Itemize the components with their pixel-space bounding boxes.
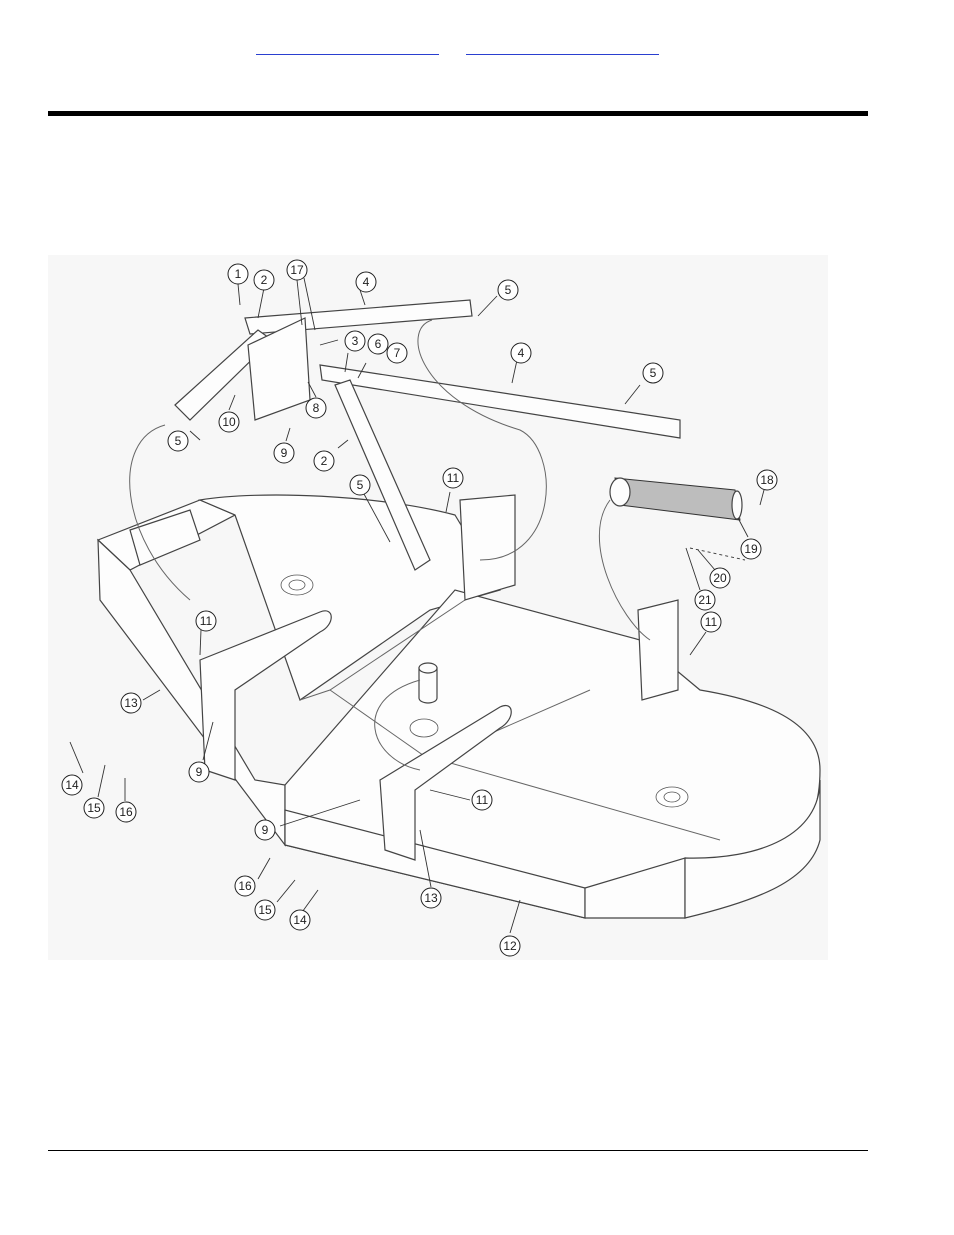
callout-21: 21 [694,589,716,611]
svg-text:6: 6 [375,337,382,351]
svg-text:7: 7 [394,346,401,360]
lift-arms [174,299,681,571]
footer-rule [48,1150,868,1151]
nav-link[interactable] [466,40,659,55]
svg-text:5: 5 [505,283,512,297]
svg-text:20: 20 [713,571,727,585]
svg-text:2: 2 [261,273,268,287]
hitch-brackets [199,494,679,861]
belt-path [599,499,651,641]
svg-text:5: 5 [357,478,364,492]
svg-text:8: 8 [313,401,320,415]
svg-text:13: 13 [424,891,438,905]
svg-text:4: 4 [363,275,370,289]
leader-lines [69,277,765,934]
callout-17: 17 [286,259,308,281]
callout-19: 19 [740,538,762,560]
belt-path [374,679,421,771]
svg-text:21: 21 [698,593,712,607]
svg-text:11: 11 [476,793,489,807]
callout-11c: 11 [700,611,722,633]
svg-text:10: 10 [222,415,236,429]
callout-2: 2 [253,269,275,291]
drive-shaft [609,477,743,521]
mower-deck [96,494,821,919]
svg-text:4: 4 [518,346,525,360]
header-rule [48,111,868,116]
callout-16: 16 [115,801,137,823]
svg-text:11: 11 [447,471,460,485]
svg-text:15: 15 [258,903,272,917]
callout-9b: 9 [188,761,210,783]
nav-link[interactable] [256,40,439,55]
callout-14: 14 [61,774,83,796]
callout-12: 12 [499,935,521,957]
svg-text:14: 14 [65,778,79,792]
callout-5: 5 [497,279,519,301]
callout-11d: 11 [471,789,493,811]
callout-15b: 15 [254,899,276,921]
callout-8: 8 [305,397,327,419]
callout-4: 4 [355,271,377,293]
callout-9: 9 [273,442,295,464]
callout-5b: 5 [642,362,664,384]
svg-text:1: 1 [235,267,242,281]
callout-14b: 14 [289,909,311,931]
svg-text:19: 19 [744,542,758,556]
svg-text:3: 3 [352,334,359,348]
svg-text:18: 18 [760,473,774,487]
callout-13: 13 [120,692,142,714]
callout-20: 20 [709,567,731,589]
callout-6: 6 [367,333,389,355]
svg-text:15: 15 [87,801,101,815]
svg-text:5: 5 [175,434,182,448]
callout-9c: 9 [254,819,276,841]
svg-text:9: 9 [281,446,288,460]
svg-text:12: 12 [503,939,517,953]
svg-text:5: 5 [650,366,657,380]
callout-7: 7 [386,342,408,364]
callout-3: 3 [344,330,366,352]
callout-13b: 13 [420,887,442,909]
belt-path [417,319,547,561]
svg-text:9: 9 [262,823,269,837]
callout-10: 10 [218,411,240,433]
svg-text:9: 9 [196,765,203,779]
callout-5d: 5 [349,474,371,496]
svg-text:2: 2 [321,454,328,468]
svg-text:11: 11 [200,614,213,628]
belt-path [129,424,191,601]
callout-2b: 2 [313,450,335,472]
callout-16b: 16 [234,875,256,897]
callout-11b: 11 [195,610,217,632]
callout-5c: 5 [167,430,189,452]
callout-1: 1 [227,263,249,285]
svg-text:17: 17 [290,263,304,277]
callout-4b: 4 [510,342,532,364]
callout-11: 11 [442,467,464,489]
svg-text:14: 14 [293,913,307,927]
svg-text:13: 13 [124,696,138,710]
svg-text:16: 16 [119,805,133,819]
svg-text:11: 11 [705,615,718,629]
svg-text:16: 16 [238,879,252,893]
callout-18: 18 [756,469,778,491]
callout-15: 15 [83,797,105,819]
